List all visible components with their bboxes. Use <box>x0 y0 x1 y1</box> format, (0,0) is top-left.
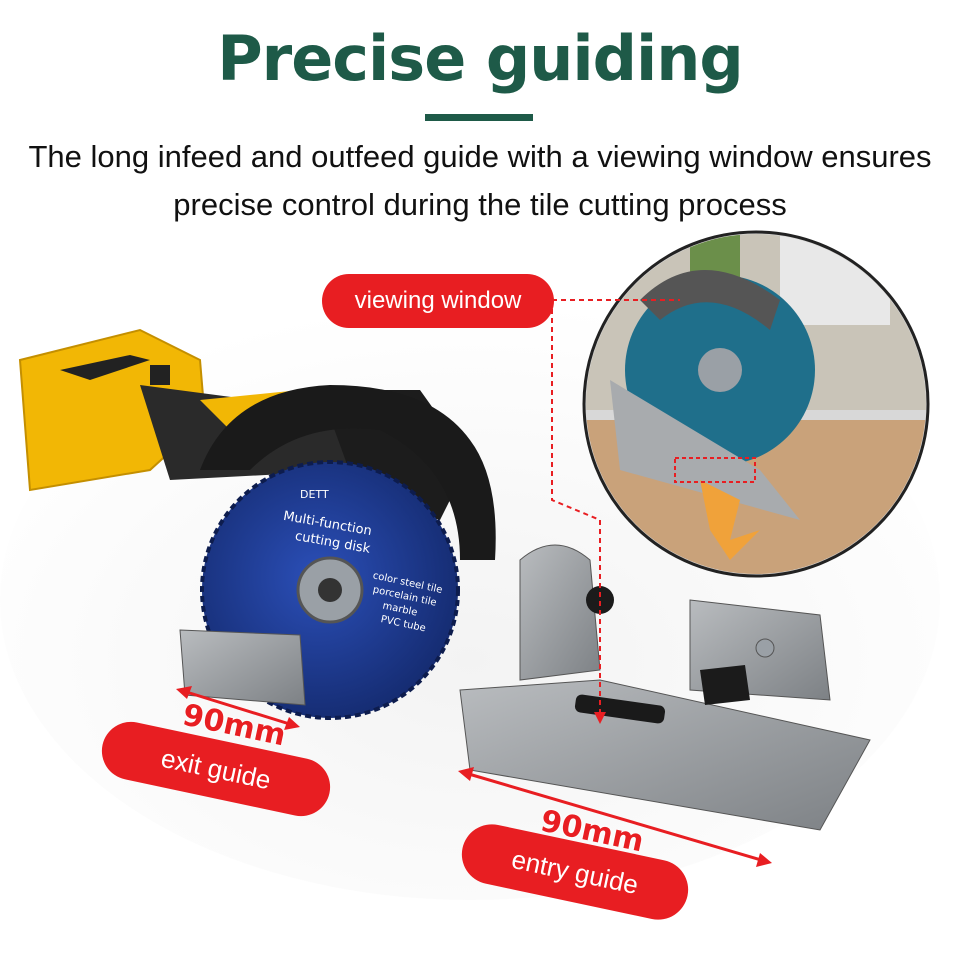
entry-dimension-arrow <box>458 767 772 867</box>
exit-dimension-arrow <box>176 686 300 730</box>
entry-guide-plate <box>459 679 871 831</box>
inset-highlight-box <box>674 457 756 483</box>
leader-arrowhead <box>594 712 606 724</box>
viewing-window-slot <box>574 694 666 724</box>
blade-guard <box>200 385 496 560</box>
adjust-knob <box>586 586 614 614</box>
lock-knob <box>700 665 750 705</box>
inset-photo <box>582 230 930 578</box>
disc-brand: DETT <box>300 488 329 501</box>
title-underline <box>425 114 533 121</box>
description-line-1: The long infeed and outfeed guide with a… <box>28 139 932 174</box>
description-line-2: precise control during the tile cutting … <box>173 187 787 222</box>
exit-guide-plate <box>179 629 306 706</box>
viewing-window-label: viewing window <box>322 274 554 328</box>
angle-bracket <box>519 544 601 681</box>
page-title: Precise guiding <box>217 22 744 95</box>
leader-line <box>551 299 680 720</box>
